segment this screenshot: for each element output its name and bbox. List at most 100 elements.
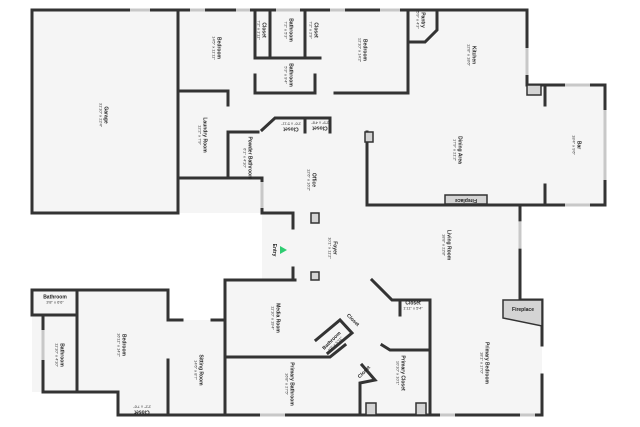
room-dimensions: 18'4" x 9'6": [572, 135, 577, 155]
room-dimensions: 12'8" x 18'6": [467, 44, 472, 67]
room-name: Closet: [313, 22, 319, 38]
room-name: Sitting Room: [198, 354, 204, 386]
fireplace-bedroom: [502, 299, 543, 327]
fireplace-dining-label: Fireplace: [455, 197, 477, 203]
fireplace-dining: [444, 194, 488, 205]
room-name: Bathroom: [288, 63, 294, 87]
room-dimensions: 2'9" x 4'8": [311, 121, 329, 126]
room-dimensions: 12'6" x 16'2": [307, 169, 312, 192]
column: [365, 402, 377, 416]
room-name: Living Room: [446, 230, 452, 261]
room-name: Dining Area: [457, 136, 463, 164]
room-dimensions: 1'11" x 5'4": [403, 306, 423, 311]
room-name: Bedroom: [216, 37, 222, 60]
column: [310, 271, 320, 281]
room-dimensions: 18'1" x 17'0": [480, 352, 485, 375]
column: [310, 212, 320, 224]
fixtures: [280, 84, 543, 416]
room-dimensions: 18'8" x 22'8": [442, 234, 447, 257]
room-dimensions: 14'6" x 8'7": [194, 360, 199, 380]
room-name: Office: [311, 173, 317, 187]
room-name: Laundry Room: [202, 117, 208, 153]
room-dimensions: 7'2" x 2'9": [309, 21, 314, 39]
room-dimensions: 7'2" x 5'3": [284, 21, 289, 39]
room-dimensions: 3'8" x 6'6": [46, 300, 64, 305]
room-dimensions: 17'9" x 21'2": [453, 139, 458, 162]
windows: [41, 8, 590, 417]
room-dimensions: 10'1" x 11'2": [328, 237, 333, 259]
column: [415, 402, 427, 416]
room-name: Bedroom: [121, 334, 127, 357]
room-name: Kitchen: [471, 46, 477, 64]
column: [526, 84, 542, 96]
room-name: Pantry: [420, 12, 426, 28]
room-dimensions: 16'11" x 14'2": [117, 333, 122, 357]
room-dimensions: 31'10" x 22'4": [99, 103, 104, 128]
room-name: Powder Bathroom: [247, 136, 253, 180]
room-dimensions: 7'2" x 1'11": [257, 20, 262, 40]
room-dimensions: 5'3" x 9'4": [284, 66, 289, 84]
room-name: Bathroom: [59, 343, 65, 367]
room-name: Bedroom: [362, 39, 368, 62]
room-dimensions: 5'9" x 4'3": [416, 11, 421, 29]
room-dimensions: 6'1" x 4'10": [243, 148, 248, 168]
room-name: Closet: [134, 409, 150, 415]
room-dimensions: 2'2" x 7'6": [133, 405, 151, 410]
fireplace-bedroom-label: Fireplace: [512, 307, 534, 313]
room-name: Closet: [405, 301, 421, 307]
room-dimensions: 12'10" x 14'2": [358, 38, 363, 63]
entry-label: Entry: [271, 244, 277, 257]
room-dimensions: 11'10" x 4'10": [55, 343, 60, 367]
room-name: Bathroom: [288, 18, 294, 42]
column: [364, 131, 374, 143]
room-dimensions: 16'8" x 27'5": [285, 373, 290, 396]
room-name: Primary Closet: [400, 355, 406, 391]
room-name: Closet: [261, 22, 267, 38]
room-name: Bar: [576, 141, 582, 149]
room-dimensions: 11'10" x 19'4": [271, 306, 276, 330]
entry-marker-icon: [280, 246, 287, 254]
room-name: Primary Bedroom: [484, 342, 490, 385]
room-dimensions: 10'10" x 10'1": [396, 361, 401, 386]
room-name: Bathroom: [43, 295, 67, 301]
room-name: Closet: [283, 126, 299, 132]
room-name: Closet: [312, 125, 328, 131]
room-dimensions: 2'6" x 5'11": [281, 122, 301, 127]
room-name: Primary Bathroom: [289, 362, 295, 406]
room-dimensions: 12'2" x 7'9": [198, 125, 203, 145]
room-name: Foyer: [332, 241, 338, 255]
room-name: Garage: [103, 106, 109, 123]
room-dimensions: 14'5" x 11'11": [212, 36, 217, 60]
walls: [30, 8, 607, 417]
room-name: Media Room: [275, 303, 281, 333]
